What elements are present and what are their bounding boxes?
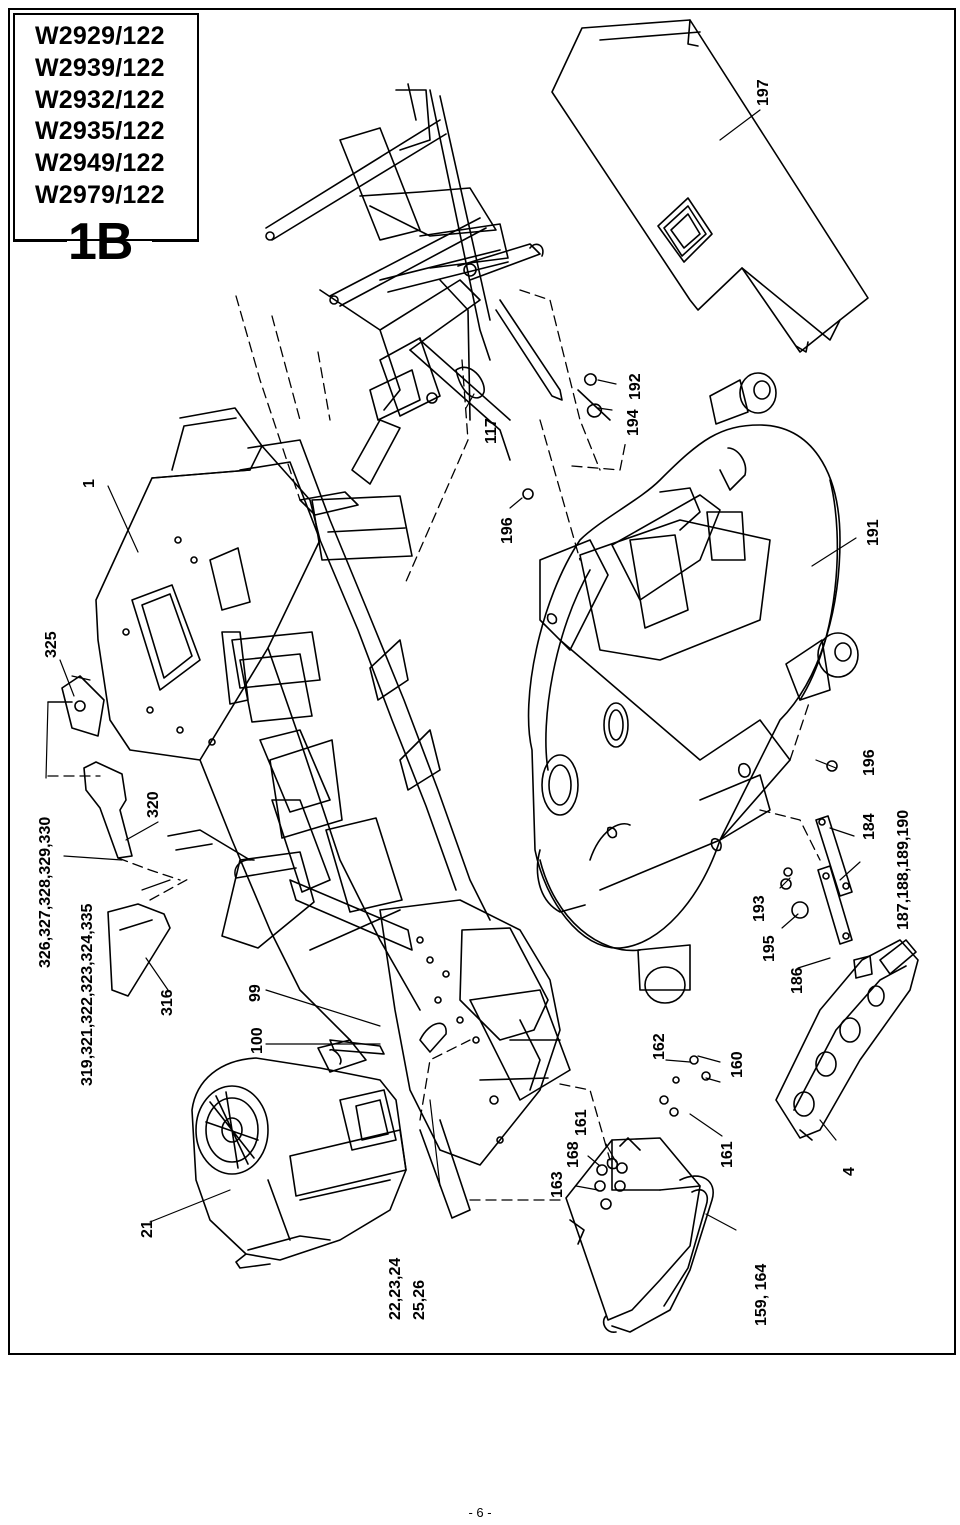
mower-deck-part	[527, 372, 859, 1004]
callout-label: 1	[81, 479, 98, 488]
front-axle-part	[775, 939, 919, 1141]
callout-label: 186	[789, 967, 806, 994]
model-number: W2979/122	[35, 181, 165, 209]
callout-label: 184	[861, 813, 878, 840]
callout-label: 117	[483, 418, 500, 444]
lever-bars-part	[522, 373, 853, 1210]
callout-label: 316	[159, 989, 176, 1016]
callout-label: 160	[729, 1051, 746, 1078]
callout-label: 161	[719, 1141, 736, 1168]
callout-label: 194	[625, 409, 642, 436]
page-code: 1B	[68, 213, 133, 271]
callout-label: 100	[249, 1027, 266, 1054]
callout-label: 193	[751, 895, 768, 922]
callout-label: 159, 164	[753, 1263, 770, 1326]
callout-label: 196	[861, 749, 878, 776]
callout-label: 162	[651, 1033, 668, 1060]
leader-lines	[45, 109, 861, 1231]
model-number: W2949/122	[35, 149, 165, 177]
callout-label: 99	[247, 984, 264, 1002]
page-code-rule	[152, 240, 199, 242]
muffler-part	[565, 1137, 714, 1333]
callout-label: 163	[549, 1171, 566, 1198]
callout-label: 21	[139, 1220, 156, 1238]
model-number: W2939/122	[35, 54, 165, 82]
deck-cover-part	[551, 19, 869, 353]
page-number: - 6 -	[468, 1505, 492, 1520]
callout-label: 195	[761, 935, 778, 962]
callout-label: 168	[565, 1141, 582, 1168]
bracket-parts	[47, 675, 619, 1170]
callout-label: 196	[499, 517, 516, 544]
callout-label: 4	[841, 1167, 858, 1176]
assembly-dash-lines	[47, 289, 821, 1201]
model-number: W2929/122	[35, 22, 165, 50]
callout-label: 197	[755, 79, 772, 106]
callout-label: 187,188,189,190	[895, 809, 912, 930]
model-number-box: W2929/122 W2939/122 W2932/122 W2935/122 …	[13, 13, 199, 241]
model-number: W2932/122	[35, 86, 165, 114]
engine-part	[191, 1039, 407, 1269]
callout-label: 161	[573, 1109, 590, 1136]
callout-label: 326,327,328,329,330	[37, 816, 54, 968]
callout-label: 192	[627, 373, 644, 400]
callout-label: 22,23,24	[387, 1257, 404, 1320]
callout-label: 191	[865, 519, 882, 546]
callout-label: 320	[145, 791, 162, 818]
lift-linkage-part	[265, 83, 563, 485]
page-code-rule	[13, 240, 67, 242]
callout-label: 325	[43, 631, 60, 658]
chassis-frame-part	[95, 407, 571, 1219]
model-number: W2935/122	[35, 117, 165, 145]
callout-label: 319,321,322,323,324,335	[79, 903, 96, 1086]
callout-label: 25,26	[411, 1279, 428, 1320]
